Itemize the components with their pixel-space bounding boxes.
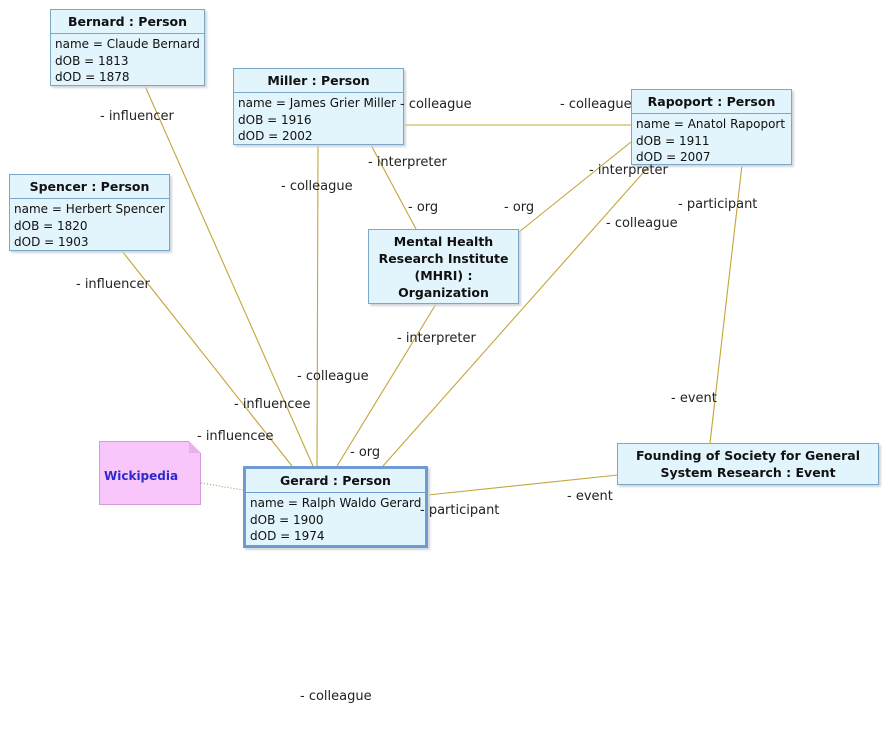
note-wickipedia[interactable]: Wickipedia <box>99 441 201 505</box>
attr-dob: dOB = 1911 <box>636 133 710 148</box>
role-label: - influencer <box>100 109 174 124</box>
attr-dob: dOB = 1813 <box>55 53 129 68</box>
object-title: Miller : Person <box>234 69 403 93</box>
object-gerard[interactable]: Gerard : Person name = Ralph Waldo Gerar… <box>243 466 428 548</box>
role-label: - colleague <box>297 369 369 384</box>
role-label: - org <box>350 445 381 460</box>
role-label: - influencee <box>234 397 311 412</box>
role-label: - participant <box>420 503 500 518</box>
attr-dob: dOB = 1916 <box>238 112 312 127</box>
attr-name: name = Ralph Waldo Gerard <box>250 496 422 510</box>
role-label: - event <box>671 391 717 406</box>
link-miller-gerard[interactable] <box>316 144 319 467</box>
role-label: - interpreter <box>589 163 668 178</box>
link-rapoport-gerard[interactable] <box>382 164 651 467</box>
object-title: Founding of Society for General System R… <box>618 444 878 484</box>
role-label: - interpreter <box>397 331 476 346</box>
object-title: Mental Health Research Institute (MHRI) … <box>369 230 518 304</box>
title-line: Mental Health <box>393 234 494 249</box>
object-bernard[interactable]: Bernard : Person name = Claude Bernard d… <box>50 9 205 86</box>
object-title: Bernard : Person <box>51 10 204 34</box>
title-line: (MHRI) : <box>414 268 473 283</box>
attr-name: name = Herbert Spencer <box>14 202 165 216</box>
attr-dod: dOD = 2002 <box>238 129 313 143</box>
attr-dod: dOD = 2007 <box>636 150 711 164</box>
title-line: System Research : Event <box>660 465 836 480</box>
title-line: Founding of Society for General <box>635 448 860 463</box>
object-miller[interactable]: Miller : Person name = James Grier Mille… <box>233 68 404 145</box>
role-label: - influencer <box>76 277 150 292</box>
attr-dod: dOD = 1974 <box>250 529 325 543</box>
role-label: - org <box>504 200 535 215</box>
object-rapoport[interactable]: Rapoport : Person name = Anatol Rapoport… <box>631 89 792 165</box>
role-label: - influencee <box>197 429 274 444</box>
object-title: Gerard : Person <box>246 469 425 493</box>
link-rapoport-founding[interactable] <box>709 164 743 444</box>
object-spencer[interactable]: Spencer : Person name = Herbert Spencer … <box>9 174 170 251</box>
link-note-gerard <box>200 482 244 491</box>
link-founding-gerard[interactable] <box>427 474 619 496</box>
link-miller-mhri[interactable] <box>370 144 417 230</box>
attr-dod: dOD = 1878 <box>55 70 130 84</box>
role-label: - event <box>567 489 613 504</box>
object-founding-event[interactable]: Founding of Society for General System R… <box>617 443 879 485</box>
attr-name: name = Anatol Rapoport <box>636 117 786 131</box>
role-label: - participant <box>678 197 758 212</box>
attr-dob: dOB = 1820 <box>14 218 88 233</box>
role-label: - colleague <box>300 689 372 704</box>
link-mhri-gerard[interactable] <box>336 303 437 467</box>
note-fold-corner <box>189 441 201 453</box>
attr-dob: dOB = 1900 <box>250 512 324 527</box>
role-label: - colleague <box>606 216 678 231</box>
role-label: - colleague <box>400 97 472 112</box>
link-bernard-gerard[interactable] <box>144 85 314 467</box>
role-label: - colleague <box>560 97 632 112</box>
role-label: - org <box>408 200 439 215</box>
role-label: - colleague <box>281 179 353 194</box>
attr-name: name = James Grier Miller <box>238 96 397 110</box>
title-line: Research Institute <box>378 251 509 266</box>
link-rapoport-mhri[interactable] <box>518 141 632 233</box>
object-mhri[interactable]: Mental Health Research Institute (MHRI) … <box>368 229 519 304</box>
object-title: Spencer : Person <box>10 175 169 199</box>
role-label: - interpreter <box>368 155 447 170</box>
attr-name: name = Claude Bernard <box>55 37 200 51</box>
attr-dod: dOD = 1903 <box>14 235 89 249</box>
note-text: Wickipedia <box>104 469 179 483</box>
link-spencer-gerard[interactable] <box>121 250 293 467</box>
title-line: Organization <box>398 285 489 300</box>
object-title: Rapoport : Person <box>632 90 791 114</box>
